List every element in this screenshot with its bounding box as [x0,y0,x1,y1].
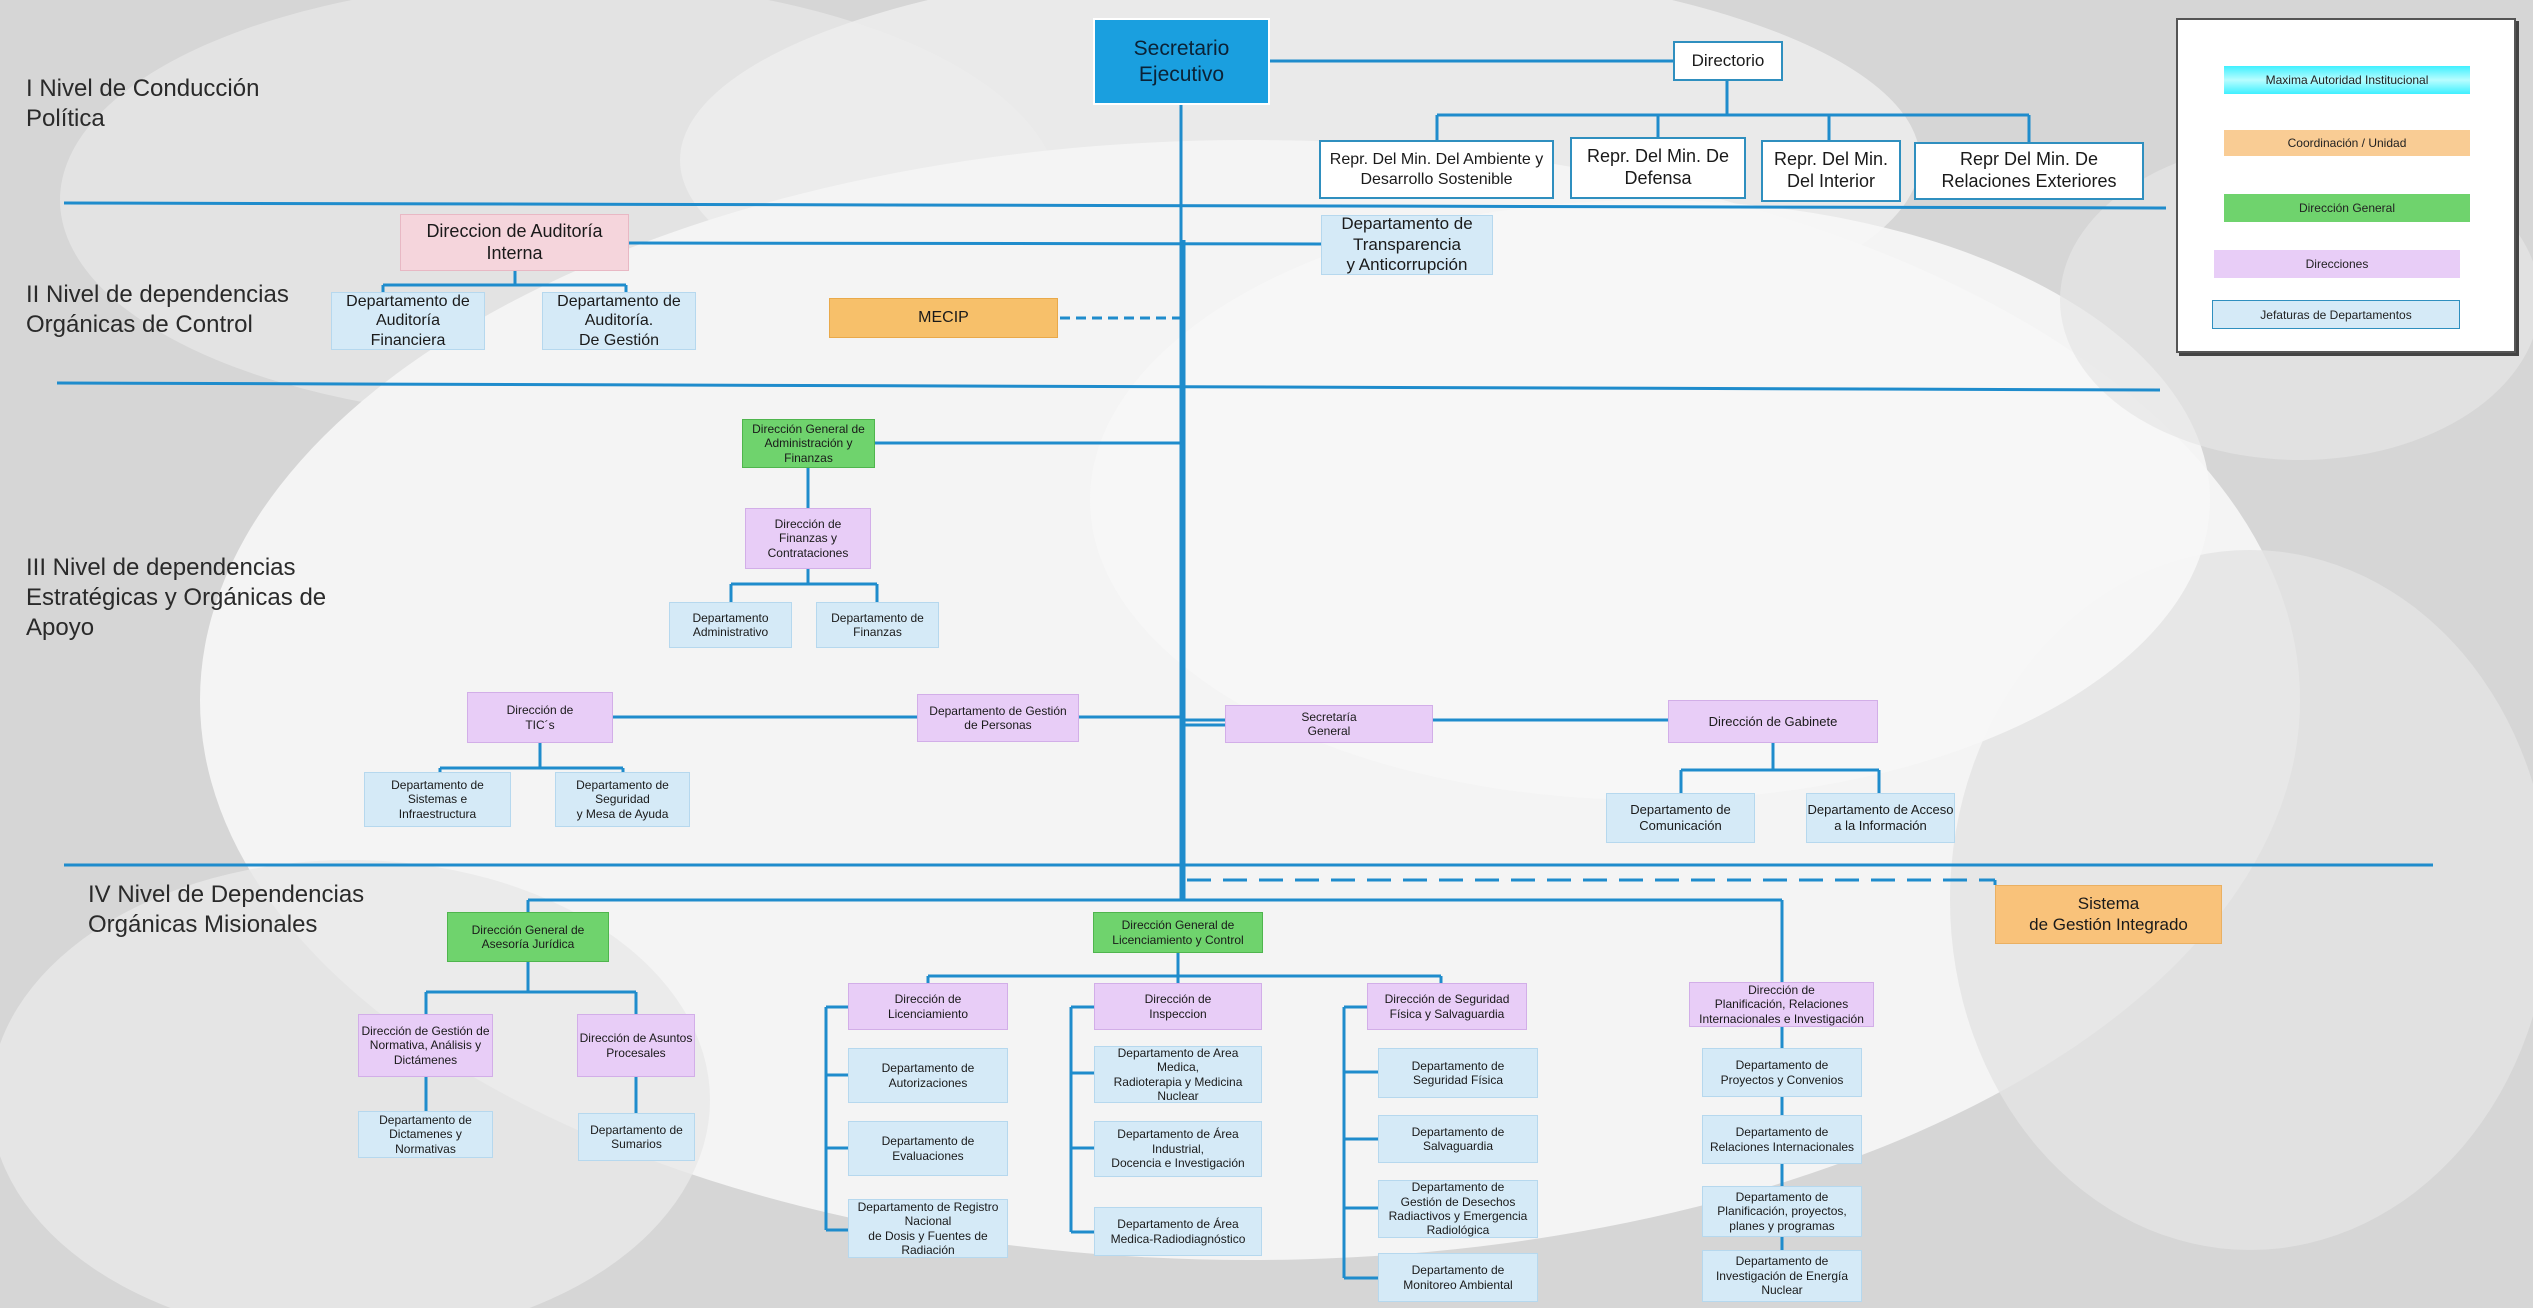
dep-sistemas-node[interactable]: Departamento de Sistemas e Infraestructu… [364,772,511,827]
gestion-personas-node[interactable]: Departamento de Gestión de Personas [917,694,1079,742]
sistema-gestion-integrado-node[interactable]: Sistema de Gestión Integrado [1995,885,2222,944]
dep-sumarios-node[interactable]: Departamento de Sumarios [578,1113,695,1161]
dep-seguridad-mesa-node[interactable]: Departamento de Seguridad y Mesa de Ayud… [555,772,690,827]
repr-exteriores-node[interactable]: Repr Del Min. De Relaciones Exteriores [1914,142,2144,200]
dep-investigacion-node[interactable]: Departamento de Investigación de Energía… [1702,1250,1862,1302]
dg-administracion-node[interactable]: Dirección General de Administración y Fi… [742,419,875,468]
level-2-title: II Nivel de dependencias Orgánicas de Co… [26,281,289,338]
dep-registro-nacional-node[interactable]: Departamento de Registro Nacional de Dos… [848,1199,1008,1258]
level-1-title: I Nivel de Conducción Política [26,75,260,132]
secretaria-general-node[interactable]: Secretaría General [1225,705,1433,743]
dep-seguridad-fisica-node[interactable]: Departamento de Seguridad Física [1378,1048,1538,1098]
dep-evaluaciones-node[interactable]: Departamento de Evaluaciones [848,1121,1008,1176]
dep-administrativo-node[interactable]: Departamento Administrativo [669,602,792,648]
dep-area-medica-node[interactable]: Departamento de Area Medica, Radioterapi… [1094,1046,1262,1103]
dep-salvaguardia-node[interactable]: Departamento de Salvaguardia [1378,1115,1538,1163]
legend-jefaturas: Jefaturas de Departamentos [2212,300,2460,329]
dir-seguridad-fisica-node[interactable]: Dirección de Seguridad Física y Salvagua… [1367,983,1527,1030]
mecip-node[interactable]: MECIP [829,298,1058,338]
auditoria-gestion-node[interactable]: Departamento de Auditoría. De Gestión [542,292,696,350]
legend-coordinacion: Coordinación / Unidad [2224,130,2470,156]
directorio-node[interactable]: Directorio [1673,41,1783,81]
dir-licenciamiento-node[interactable]: Dirección de Licenciamiento [848,983,1008,1030]
dep-desechos-node[interactable]: Departamento de Gestión de Desechos Radi… [1378,1180,1538,1238]
dg-asesoria-juridica-node[interactable]: Dirección General de Asesoría Jurídica [447,912,609,962]
dir-planificacion-node[interactable]: Dirección de Planificación, Relaciones I… [1689,982,1874,1027]
legend-direccion-general: Dirección General [2224,194,2470,222]
secretario-ejecutivo-node[interactable]: Secretario Ejecutivo [1093,18,1270,105]
legend-maxima: Maxima Autoridad Institucional [2224,66,2470,94]
repr-defensa-node[interactable]: Repr. Del Min. De Defensa [1570,137,1746,199]
repr-ambiente-node[interactable]: Repr. Del Min. Del Ambiente y Desarrollo… [1319,140,1554,199]
dep-autorizaciones-node[interactable]: Departamento de Autorizaciones [848,1048,1008,1103]
level-3-title: III Nivel de dependencias Estratégicas y… [26,554,327,641]
dep-acceso-informacion-node[interactable]: Departamento de Acceso a la Información [1806,793,1955,843]
legend: Maxima Autoridad Institucional Coordinac… [2176,18,2516,353]
dir-inspeccion-node[interactable]: Dirección de Inspeccion [1094,983,1262,1030]
dir-normativa-node[interactable]: Dirección de Gestión de Normativa, Análi… [358,1014,493,1077]
legend-direcciones: Direcciones [2214,250,2460,278]
dir-asuntos-procesales-node[interactable]: Dirección de Asuntos Procesales [577,1014,695,1077]
dep-area-industrial-node[interactable]: Departamento de Área Industrial, Docenci… [1094,1121,1262,1177]
auditoria-interna-node[interactable]: Direccion de Auditoría Interna [400,214,629,271]
transparencia-node[interactable]: Departamento de Transparencia y Anticorr… [1321,214,1493,275]
dep-comunicacion-node[interactable]: Departamento de Comunicación [1606,793,1755,843]
level-4-title: IV Nivel de Dependencias Orgánicas Misio… [88,881,365,938]
dep-dictamenes-node[interactable]: Departamento de Dictamenes y Normativas [358,1111,493,1158]
dep-radiodiagnostico-node[interactable]: Departamento de Área Medica-Radiodiagnós… [1094,1207,1262,1256]
dir-gabinete-node[interactable]: Dirección de Gabinete [1668,700,1878,743]
dep-planificacion-programas-node[interactable]: Departamento de Planificación, proyectos… [1702,1186,1862,1237]
dep-proyectos-convenios-node[interactable]: Departamento de Proyectos y Convenios [1702,1048,1862,1097]
auditoria-financiera-node[interactable]: Departamento de Auditoría Financiera [331,292,485,350]
dep-monitoreo-node[interactable]: Departamento de Monitoreo Ambiental [1378,1253,1538,1302]
dir-finanzas-node[interactable]: Dirección de Finanzas y Contrataciones [745,508,871,569]
dep-finanzas-node[interactable]: Departamento de Finanzas [816,602,939,648]
repr-interior-node[interactable]: Repr. Del Min. Del Interior [1761,140,1901,202]
dir-tics-node[interactable]: Dirección de TIC´s [467,692,613,743]
dep-relaciones-internacionales-node[interactable]: Departamento de Relaciones Internacional… [1702,1115,1862,1164]
dg-licenciamiento-node[interactable]: Dirección General de Licenciamiento y Co… [1093,912,1263,953]
